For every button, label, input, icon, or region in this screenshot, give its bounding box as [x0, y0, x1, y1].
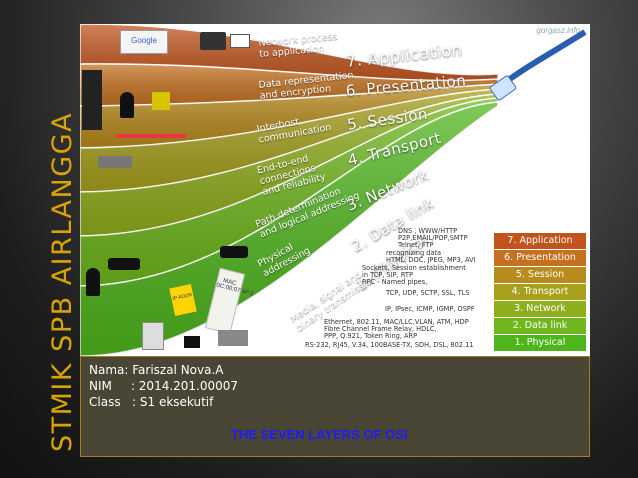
protocols-application: DNS , WWW/HTTP P2P,EMAIL/POP,SMTP Telnet… — [398, 227, 468, 250]
student-name: Nama: Fariszal Nova.A — [89, 363, 224, 377]
protocols-network: IP, IPsec, ICMP, IGMP, OSPF — [385, 305, 475, 313]
policeman-icon — [86, 268, 100, 296]
lock-icon — [152, 92, 170, 110]
wifi-router-icon — [108, 258, 140, 270]
dark-tower-icon — [82, 70, 102, 130]
network-cable — [498, 29, 587, 89]
layer-band-shine-5 — [80, 84, 498, 148]
osi-layers-figure: gorgasz.info 7. Application 6. Presentat… — [80, 24, 590, 356]
student-nim: NIM : 2014.201.00007 — [89, 379, 239, 393]
legend-item-transport: 4. Transport — [494, 284, 586, 300]
server-icon — [98, 156, 132, 168]
layer-band-shine-4 — [80, 89, 498, 192]
cable-connector-icon — [142, 322, 164, 350]
info-box: Nama: Fariszal Nova.A NIM : 2014.201.000… — [80, 356, 590, 457]
slide-caption: THE SEVEN LAYERS OF OSI — [231, 427, 408, 442]
legend-item-application: 7. Application — [494, 233, 586, 249]
protocols-physical: RS-232, RJ45, V.34, 100BASE-TX, SDH, DSL… — [305, 341, 474, 349]
credit-text: gorgasz.info — [536, 26, 580, 35]
protocols-presentation: recognizing data HTML, DOC, JPEG, MP3, A… — [386, 249, 476, 265]
envelope-icon — [230, 34, 250, 48]
legend-item-network: 3. Network — [494, 301, 586, 317]
layer-band-shine-7 — [80, 24, 498, 90]
protocols-session: Sockets, Session establishment in TCP, S… — [362, 264, 466, 287]
computer-icon — [200, 32, 226, 50]
protocols-transport: TCP, UDP, SCTP, SSL, TLS — [386, 289, 470, 297]
router-icon — [220, 246, 248, 258]
person-icon — [120, 92, 134, 118]
rj45-plug-icon — [489, 75, 517, 101]
ip-tag-text: IP ADDR — [172, 292, 193, 303]
network-card-icon — [218, 330, 248, 346]
legend-item-session: 5. Session — [494, 267, 586, 283]
bridge-icon — [116, 134, 186, 138]
legend-item-presentation: 6. Presentation — [494, 250, 586, 266]
legend-item-data-link: 2. Data link — [494, 318, 586, 334]
student-class: Class : S1 eksekutif — [89, 395, 214, 409]
browser-google-label: Google — [131, 36, 157, 45]
browser-window-icon: Google — [120, 30, 168, 54]
legend-item-physical: 1. Physical — [494, 335, 586, 351]
switch-icon — [184, 336, 200, 348]
sidebar-title: STMIK SPB AIRLANGGA — [47, 111, 78, 452]
protocols-data-link: Ethernet, 802.11, MAC/LLC,VLAN, ATM, HDP… — [324, 318, 469, 341]
